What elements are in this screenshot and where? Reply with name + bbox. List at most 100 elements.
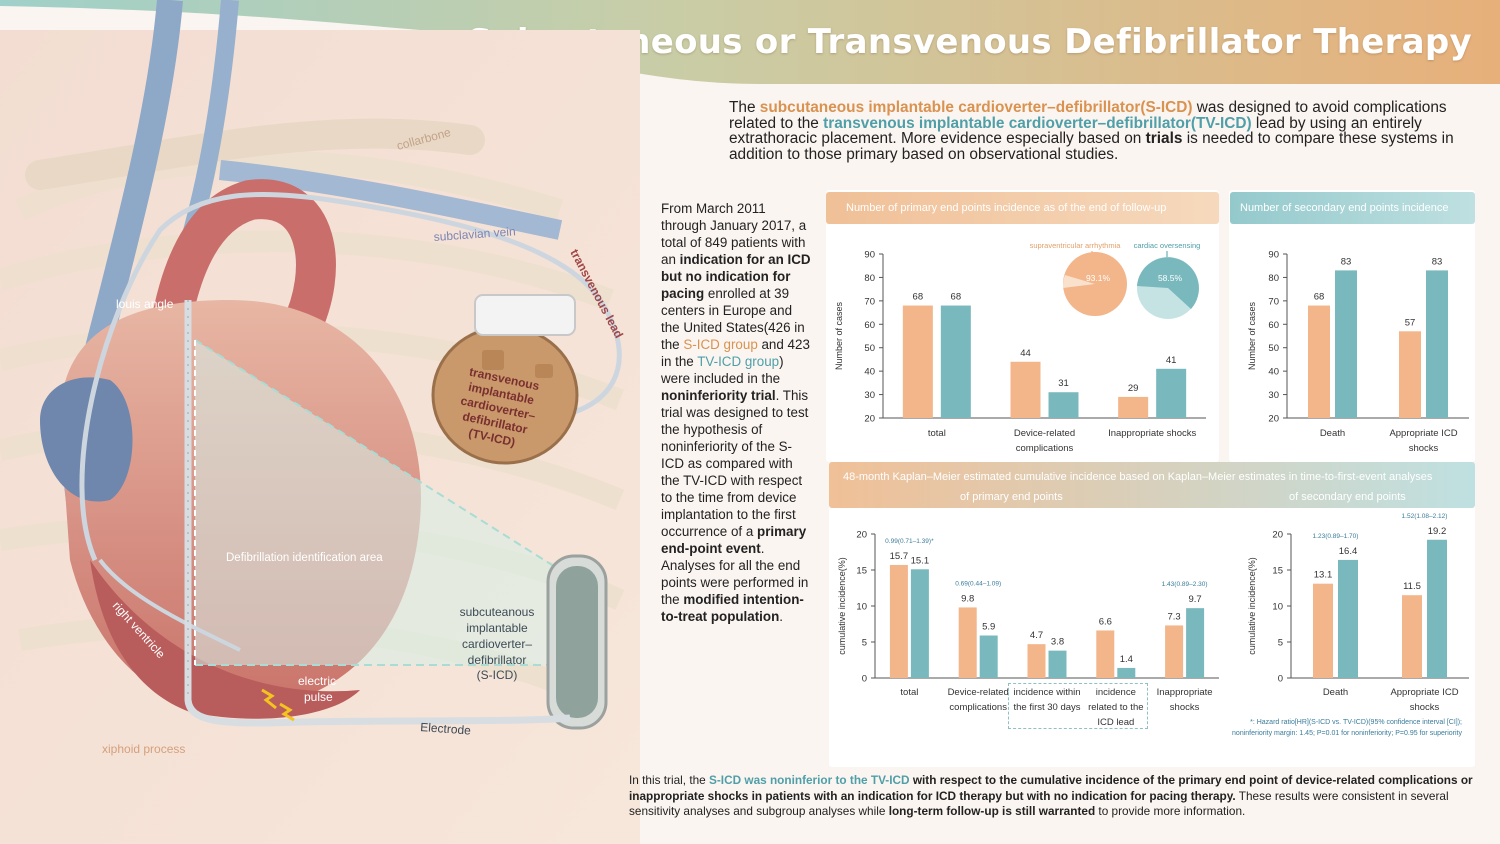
y-tick-label: 40	[1268, 367, 1279, 378]
bar	[1402, 595, 1422, 678]
bar	[902, 305, 933, 418]
bar	[1010, 361, 1041, 418]
km-header: 48-month Kaplan–Meier estimated cumulati…	[829, 462, 1475, 508]
bar	[1186, 608, 1205, 678]
svg-text:(S-ICD): (S-ICD)	[477, 668, 518, 682]
category-label: complications	[949, 702, 1007, 713]
category-label: the first 30 days	[1013, 702, 1080, 713]
dashed-group-box	[1008, 683, 1148, 729]
footnote: *: Hazard ratio[HR](S-ICD vs. TV-ICD)(95…	[1232, 719, 1462, 737]
category-label: complications	[1016, 443, 1074, 454]
bar	[1048, 650, 1067, 678]
y-tick-label: 5	[1278, 638, 1283, 649]
y-tick-label: 80	[1268, 273, 1279, 284]
category-label: Death	[1320, 428, 1345, 439]
bar	[1027, 644, 1046, 678]
label-louis-angle: louis angle	[116, 297, 174, 311]
category-label: incidence	[1096, 687, 1136, 698]
bar	[1338, 559, 1358, 678]
bar	[889, 564, 908, 678]
y-axis-label: Number of cases	[1247, 301, 1257, 370]
data-label: 9.7	[1188, 594, 1201, 605]
y-tick-label: 60	[864, 320, 875, 331]
s-icd-device	[546, 554, 608, 730]
bar	[1427, 539, 1447, 678]
category-label: shocks	[1170, 702, 1200, 713]
bar	[1048, 392, 1079, 418]
data-label: 16.4	[1339, 546, 1358, 557]
category-label: incidence within	[1013, 687, 1080, 698]
hazard-ratio-label: 0.99(0.71–1.39)*	[885, 538, 934, 545]
data-label: 57	[1405, 317, 1416, 328]
intro-sicd-highlight: subcutaneous implantable cardioverter–de…	[759, 99, 1193, 116]
category-label: shocks	[1409, 443, 1439, 454]
tv-icd-device	[431, 294, 579, 465]
data-label: 83	[1432, 256, 1443, 267]
title-banner	[0, 0, 1500, 84]
bar	[1118, 396, 1149, 418]
bar	[1117, 667, 1136, 678]
bar	[910, 569, 929, 678]
data-label: 3.8	[1051, 637, 1064, 648]
label-subclavian-vein: subclavian vein	[433, 224, 516, 244]
pie1-value: 93.1%	[1086, 273, 1111, 283]
electric-pulse-icon	[261, 688, 277, 710]
category-label: Device-related	[948, 687, 1009, 698]
svg-text:cardioverter–: cardioverter–	[462, 637, 532, 651]
category-label: Appropriate ICD	[1390, 687, 1458, 698]
pie1-slice-small	[1062, 275, 1095, 288]
secondary-header: Number of secondary end points incidence	[1230, 192, 1475, 224]
bar	[1426, 270, 1448, 418]
category-label: total	[900, 687, 918, 698]
data-label: 4.7	[1030, 630, 1043, 641]
data-label: 5.9	[982, 622, 995, 633]
pie2-slice-large	[1137, 257, 1199, 309]
category-label: Inappropriate shocks	[1108, 428, 1196, 439]
category-label: Appropriate ICD	[1389, 428, 1457, 439]
hazard-ratio-label: 0.69(0.44–1.09)	[955, 580, 1001, 587]
y-tick-label: 70	[1268, 296, 1279, 307]
category-label: Death	[1323, 687, 1348, 698]
data-label: 6.6	[1099, 616, 1112, 627]
y-tick-label: 80	[864, 273, 875, 284]
y-tick-label: 20	[864, 414, 875, 425]
y-tick-label: 15	[856, 566, 867, 577]
y-tick-label: 10	[856, 602, 867, 613]
bar	[958, 607, 977, 678]
category-label: shocks	[1410, 702, 1440, 713]
km-sub-primary: of primary end points	[960, 491, 1063, 503]
pie2-value: 58.5%	[1158, 273, 1183, 283]
y-tick-label: 30	[864, 390, 875, 401]
collarbone	[25, 118, 485, 190]
y-tick-label: 0	[862, 674, 867, 685]
data-label: 15.1	[911, 555, 930, 566]
data-label: 13.1	[1314, 570, 1333, 581]
y-tick-label: 5	[862, 638, 867, 649]
category-label: total	[928, 428, 946, 439]
data-label: 31	[1058, 378, 1069, 389]
svg-text:implantable: implantable	[466, 621, 528, 635]
hazard-ratio-label: 1.43(0.89–2.30)	[1162, 581, 1208, 588]
conclusion-paragraph: In this trial, the S-ICD was noninferior…	[629, 773, 1473, 819]
data-label: 44	[1020, 348, 1031, 359]
data-label: 9.8	[961, 593, 974, 604]
svg-text:defibrillator: defibrillator	[468, 653, 527, 667]
y-tick-label: 50	[864, 343, 875, 354]
pie2-label: cardiac oversensing	[1134, 241, 1201, 250]
category-label: Inappropriate	[1157, 687, 1213, 698]
y-tick-label: 60	[1268, 320, 1279, 331]
y-tick-label: 0	[1278, 674, 1283, 685]
pie1: 93.1%	[1062, 252, 1127, 316]
y-tick-label: 20	[1268, 414, 1279, 425]
y-tick-label: 90	[864, 250, 875, 261]
category-label: related to the	[1088, 702, 1143, 713]
data-label: 41	[1166, 355, 1177, 366]
km-panel	[829, 462, 1475, 767]
hazard-ratio-label: 1.23(0.89–1.70)	[1313, 533, 1359, 540]
bar	[1308, 305, 1330, 418]
bar	[979, 635, 998, 678]
label-defibrillation-area: Defibrillation identification area	[226, 552, 383, 564]
